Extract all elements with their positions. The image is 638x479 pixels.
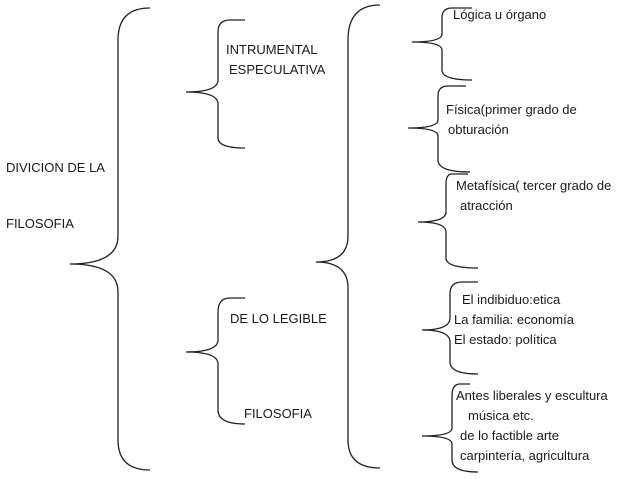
leaf-line: Física(primer grado de	[446, 102, 577, 117]
root-brace	[69, 7, 151, 471]
leaf-line: carpintería, agricultura	[460, 448, 590, 463]
brace-logica	[411, 7, 473, 81]
root-label: DIVICION DE LA	[6, 158, 105, 178]
main-brace	[315, 4, 381, 469]
brace-etica	[421, 281, 479, 375]
root-label-line-1: DIVICION DE LA	[6, 160, 105, 175]
brace-artes	[421, 383, 479, 473]
group-label-line: FILOSOFIA	[244, 406, 312, 421]
group-label-filosofia: FILOSOFIA	[244, 404, 312, 424]
leaf-etica: El indibiduo:etica La familia: economía …	[454, 290, 574, 350]
leaf-line: atracción	[460, 198, 513, 213]
group-brace-legible-filosofia	[185, 297, 246, 425]
leaf-line: Antes liberales y escultura	[456, 388, 608, 403]
group-label-line: ESPECULATIVA	[229, 62, 326, 77]
brace-fisica	[407, 85, 471, 173]
brace-metafisica	[417, 173, 479, 269]
root-label-2: FILOSOFIA	[6, 214, 74, 234]
leaf-metafisica: Metafísica( tercer grado de atracción	[456, 176, 611, 216]
leaf-line: obturación	[448, 122, 509, 137]
group-brace-intrumental	[185, 19, 246, 149]
leaf-line: Metafísica( tercer grado de	[456, 178, 612, 193]
group-label-legible: DE LO LEGIBLE	[230, 309, 327, 329]
leaf-artes: Antes liberales y escultura música etc. …	[456, 386, 608, 466]
group-label-intrumental: INTRUMENTAL ESPECULATIVA	[226, 40, 325, 80]
leaf-line: El indibiduo:etica	[462, 292, 561, 307]
leaf-line: de lo factible arte	[460, 428, 560, 443]
leaf-logica: Lógica u órgano	[453, 5, 546, 25]
leaf-line: El estado: política	[454, 332, 557, 347]
leaf-line: Lógica u órgano	[453, 7, 547, 22]
group-label-line: DE LO LEGIBLE	[230, 311, 327, 326]
leaf-line: La familia: economía	[454, 312, 574, 327]
leaf-fisica: Física(primer grado de obturación	[446, 100, 577, 140]
root-label-line-2: FILOSOFIA	[6, 216, 74, 231]
group-label-line: INTRUMENTAL	[226, 42, 318, 57]
leaf-line: música etc.	[468, 408, 534, 423]
